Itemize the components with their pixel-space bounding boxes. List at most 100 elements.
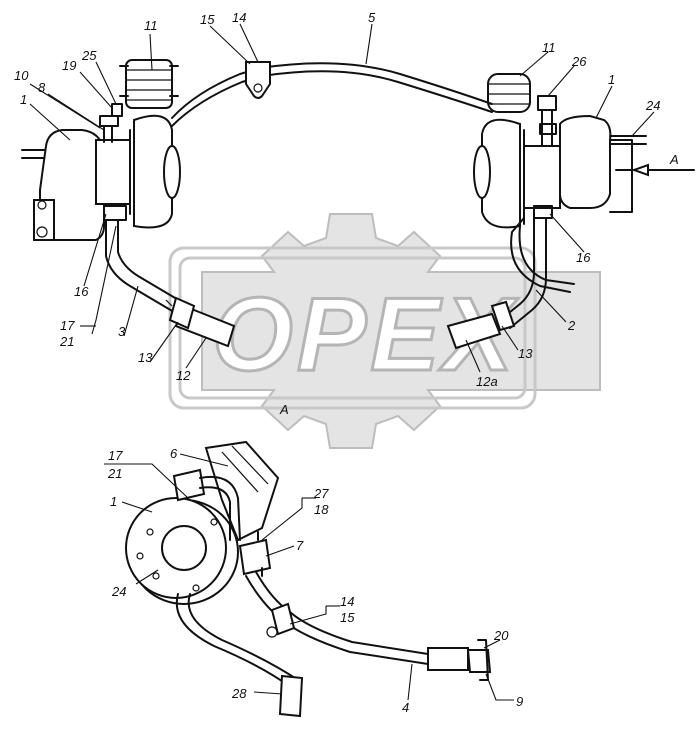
bottom-view-assembly <box>125 440 492 718</box>
flange-hole-1 <box>146 528 154 536</box>
callout-1-bottom: 1 <box>110 494 117 509</box>
callout-9: 9 <box>516 694 523 709</box>
left-bearing-housing <box>95 139 131 205</box>
leader-13-left <box>149 321 179 363</box>
left-clamp-bolts <box>119 65 179 97</box>
callout-21-left: 21 <box>59 334 74 349</box>
callout-17-bottom: 17 <box>108 448 123 463</box>
right-clamp-13 <box>490 300 516 332</box>
callout-labels: 11 15 14 5 25 19 10 8 1 11 26 1 24 16 16… <box>14 10 660 715</box>
leader-1-left <box>29 103 71 141</box>
callout-28: 28 <box>231 686 247 701</box>
left-actuator-bolt-2 <box>37 200 47 210</box>
callout-1-left: 1 <box>20 92 27 107</box>
pipe-housing-6 <box>204 440 280 542</box>
callout-12: 12 <box>176 368 191 383</box>
elbow-fitting <box>172 468 206 502</box>
right-actuator-rod <box>609 135 647 145</box>
callout-20: 20 <box>493 628 509 643</box>
oil-pipe-5-outer <box>171 62 493 119</box>
callout-11-right: 11 <box>542 40 556 55</box>
view-arrow-a: A <box>631 152 695 177</box>
view-arrow-head <box>631 163 649 177</box>
callout-3: 3 <box>118 324 126 339</box>
callout-10: 10 <box>14 68 29 83</box>
left-actuator-stud <box>21 149 45 159</box>
left-actuator-bolt <box>36 226 48 238</box>
leader-3 <box>123 285 139 337</box>
left-actuator-base <box>33 199 55 241</box>
callout-8: 8 <box>38 80 46 95</box>
right-drain-hose-12a <box>446 312 502 350</box>
callout-14-top: 14 <box>232 10 246 25</box>
callout-13-right: 13 <box>518 346 533 361</box>
leader-8 <box>47 93 105 131</box>
leader-15-top <box>209 25 251 65</box>
leader-16-left <box>83 213 107 287</box>
callout-18: 18 <box>314 502 329 517</box>
fitting-7 <box>238 538 272 576</box>
leader-27-18 <box>261 498 303 541</box>
callout-4: 4 <box>402 700 409 715</box>
leader-1-right <box>595 85 613 119</box>
flange-bore <box>161 525 207 571</box>
view-arrow-label: A <box>669 152 679 167</box>
callout-24-bottom: 24 <box>111 584 126 599</box>
left-clamp-13 <box>168 296 196 330</box>
watermark: OPEX <box>168 213 601 449</box>
right-drain-pipe-inner <box>509 217 547 329</box>
leader-13-right <box>501 325 519 351</box>
callout-16-right: 16 <box>576 250 591 265</box>
callout-2: 2 <box>567 318 576 333</box>
callout-7: 7 <box>296 538 304 553</box>
left-small-fitting <box>111 103 123 117</box>
flange-hole-4 <box>210 518 218 526</box>
fitting-7-nut <box>257 531 263 577</box>
right-turbocharger <box>473 73 647 229</box>
leader-6 <box>179 453 229 467</box>
left-clamp-13-bolt <box>165 299 173 307</box>
right-compressor-outlet <box>473 145 491 199</box>
leader-5 <box>365 23 373 65</box>
leader-9 <box>485 673 514 701</box>
callout-24-top: 24 <box>645 98 660 113</box>
right-actuator-body <box>559 114 612 209</box>
right-flex-hose <box>487 73 531 113</box>
union-fitting-9 <box>466 649 492 673</box>
leader-19 <box>79 71 113 109</box>
leader-17-21-left <box>91 225 117 335</box>
left-turbine-housing <box>133 114 173 229</box>
flange-hole-2 <box>152 572 160 580</box>
left-drain-pipe-3 <box>105 219 236 348</box>
right-flex-hose-rings <box>488 83 530 105</box>
left-drain-bracket <box>103 205 127 221</box>
tube-4-clip-bolt <box>266 626 278 638</box>
left-drain-pipe-outer <box>105 219 185 319</box>
flange-hole-5 <box>136 552 144 560</box>
leader-16-right <box>549 213 585 253</box>
right-turbine-housing <box>481 118 521 229</box>
tube-4-clip <box>270 602 296 636</box>
leader-28 <box>253 691 283 695</box>
supply-tube-top <box>199 476 241 541</box>
leader-2 <box>535 289 567 323</box>
watermark-frame-outer <box>168 246 537 410</box>
callout-26: 26 <box>571 54 587 69</box>
leader-26 <box>547 65 575 97</box>
leader-12a <box>465 339 481 373</box>
callout-27: 27 <box>313 486 329 501</box>
callout-13-left: 13 <box>138 350 153 365</box>
leader-24-bottom <box>135 569 159 585</box>
leader-1-bottom <box>121 501 153 513</box>
view-label-a: A <box>279 402 289 417</box>
callout-1-right: 1 <box>608 72 615 87</box>
pipe-5-clip-bolt <box>253 83 263 93</box>
left-turbocharger <box>21 59 181 241</box>
leader-4 <box>407 663 413 701</box>
leader-11-right <box>519 51 549 77</box>
left-flex-hose-rings <box>126 69 172 101</box>
callout-5: 5 <box>368 10 376 25</box>
union-nut-20 <box>477 639 489 681</box>
callout-6: 6 <box>170 446 178 461</box>
